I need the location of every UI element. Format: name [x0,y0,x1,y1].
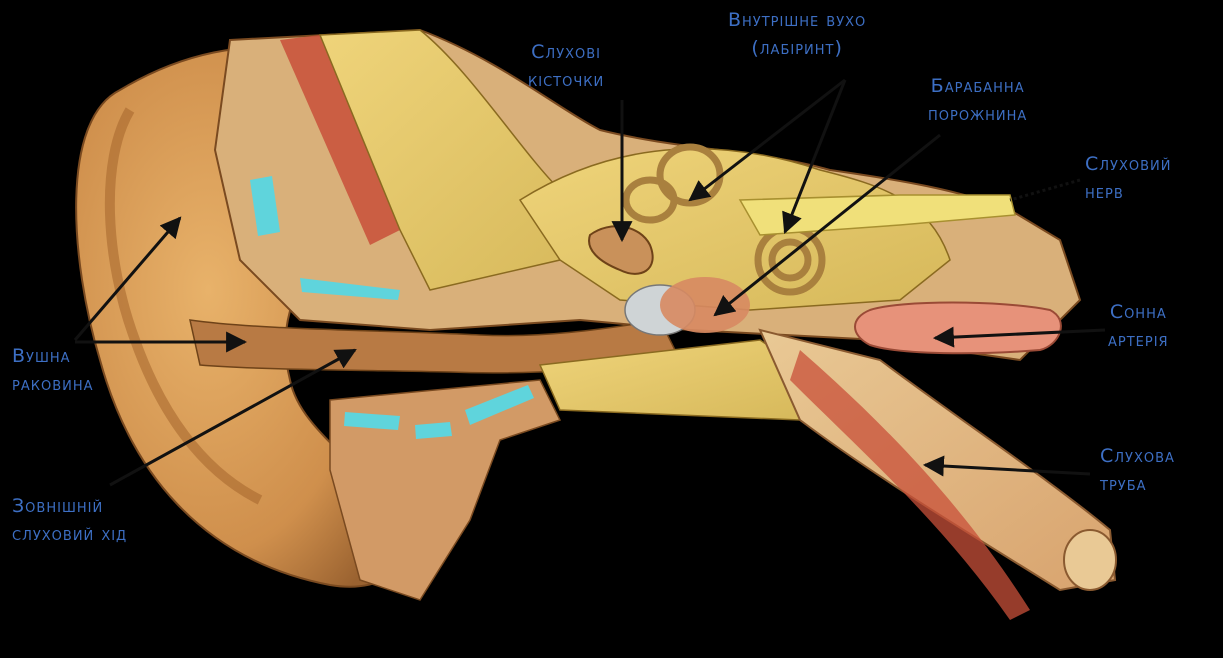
label-carotid-artery: Сонна артерія [1108,298,1169,354]
label-tympanic-cavity: Барабанна порожнина [928,72,1027,128]
label-ear-canal: Зовнішній слуховий хід [12,492,127,548]
cartilage-4 [415,422,452,439]
label-auditory-nerve: Слуховий нерв [1085,150,1171,206]
tube-end [1064,530,1116,590]
label-eustachian-tube: Слухова труба [1100,442,1175,498]
tympanic-shape [660,277,750,333]
label-inner-ear: Внутрішне вухо (лабіринт) [728,6,866,62]
artery-shape [855,303,1061,354]
label-ossicles: Слухові кісточки [528,38,604,94]
lower-tissue [330,380,560,600]
label-auricle: Вушна раковина [12,342,94,398]
